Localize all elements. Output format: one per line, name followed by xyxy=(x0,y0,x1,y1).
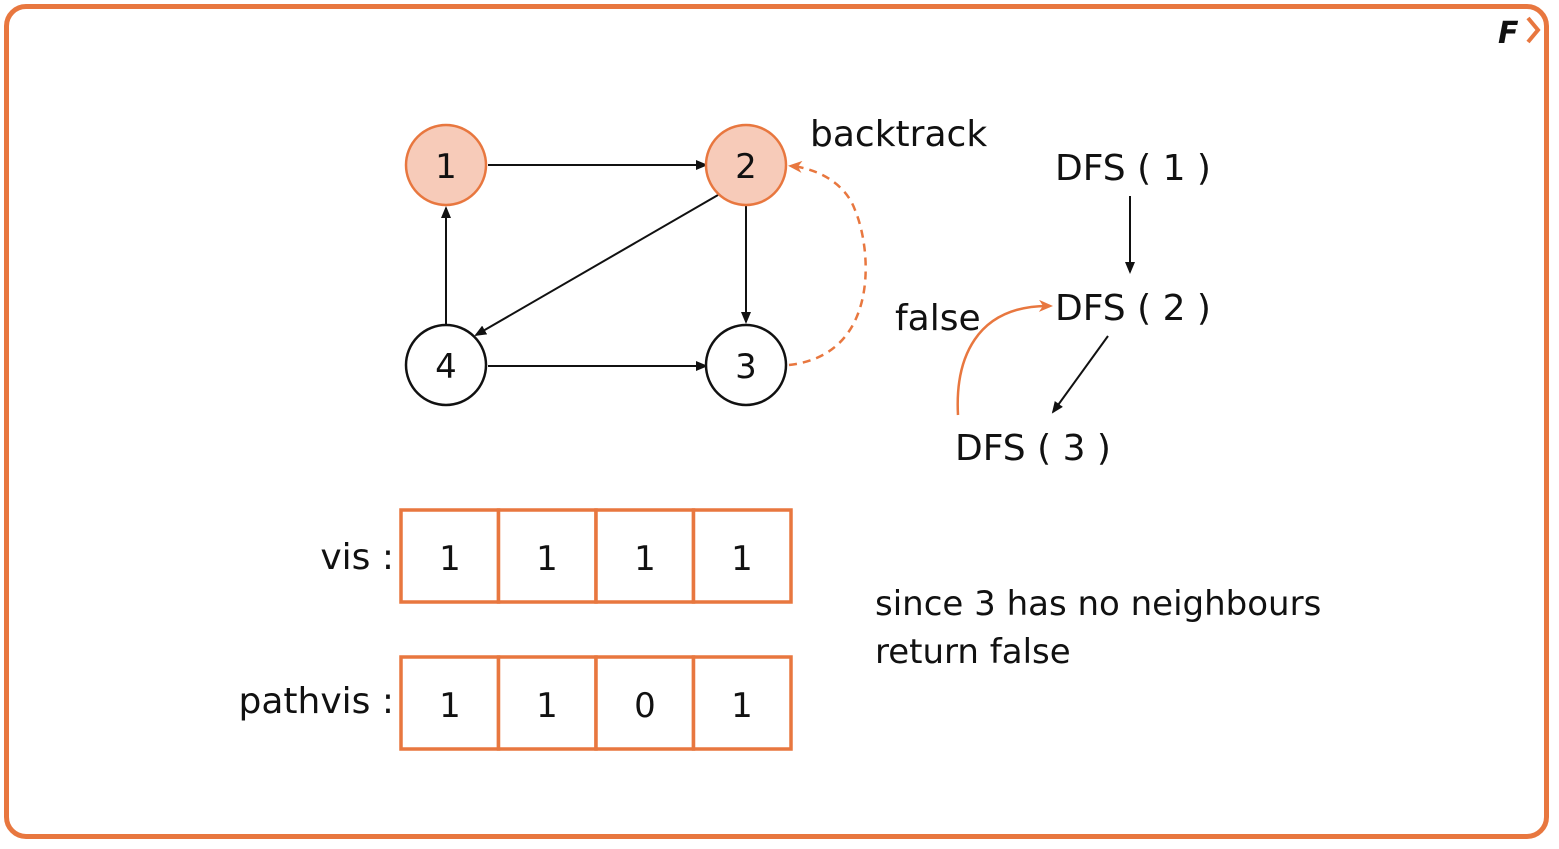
node-2-label: 2 xyxy=(735,147,757,187)
note-line-2: return false xyxy=(875,632,1071,672)
node-4: 4 xyxy=(404,323,488,407)
vis-array: 1 1 1 1 xyxy=(399,508,793,604)
pathvis-cell xyxy=(399,655,501,751)
node-1: 1 xyxy=(404,123,488,207)
return-false-label: false xyxy=(895,298,981,339)
vis-value: 1 xyxy=(634,539,656,579)
brand-logo: F xyxy=(1498,16,1541,51)
call-dfs-2: DFS ( 2 ) xyxy=(1055,288,1211,329)
call-dfs-1: DFS ( 1 ) xyxy=(1055,148,1211,189)
vis-value: 1 xyxy=(439,539,461,579)
pathvis-value: 1 xyxy=(439,686,461,726)
node-2-circle xyxy=(704,123,788,207)
node-1-label: 1 xyxy=(435,147,457,187)
backtrack-edge-3-2 xyxy=(788,160,867,367)
vis-value: 1 xyxy=(536,539,558,579)
backtrack-label: backtrack xyxy=(810,114,987,155)
return-arrow-3-2 xyxy=(956,299,1053,416)
vis-value: 1 xyxy=(731,539,753,579)
vis-cell xyxy=(594,508,696,604)
vis-cell xyxy=(691,508,793,604)
node-2: 2 xyxy=(704,123,788,207)
note-line-1: since 3 has no neighbours xyxy=(875,584,1321,624)
edge-2-4 xyxy=(474,194,719,337)
node-3-label: 3 xyxy=(735,347,757,387)
node-1-circle xyxy=(404,123,488,207)
pathvis-cell xyxy=(594,655,696,751)
pathvis-label: pathvis : xyxy=(239,681,394,722)
vis-label: vis : xyxy=(320,537,394,578)
call-arrow-2-3 xyxy=(1051,335,1109,414)
node-4-label: 4 xyxy=(435,347,457,387)
node-3: 3 xyxy=(704,323,788,407)
pathvis-array: 1 1 0 1 xyxy=(399,655,793,751)
call-dfs-3: DFS ( 3 ) xyxy=(955,428,1111,469)
node-3-circle xyxy=(704,323,788,407)
node-4-circle xyxy=(404,323,488,407)
logo-chevron-icon xyxy=(1526,16,1541,44)
pathvis-cell xyxy=(691,655,793,751)
pathvis-value: 1 xyxy=(731,686,753,726)
vis-cell xyxy=(399,508,501,604)
logo-letter: F xyxy=(1498,16,1519,51)
pathvis-value: 1 xyxy=(536,686,558,726)
pathvis-value: 0 xyxy=(634,686,656,726)
